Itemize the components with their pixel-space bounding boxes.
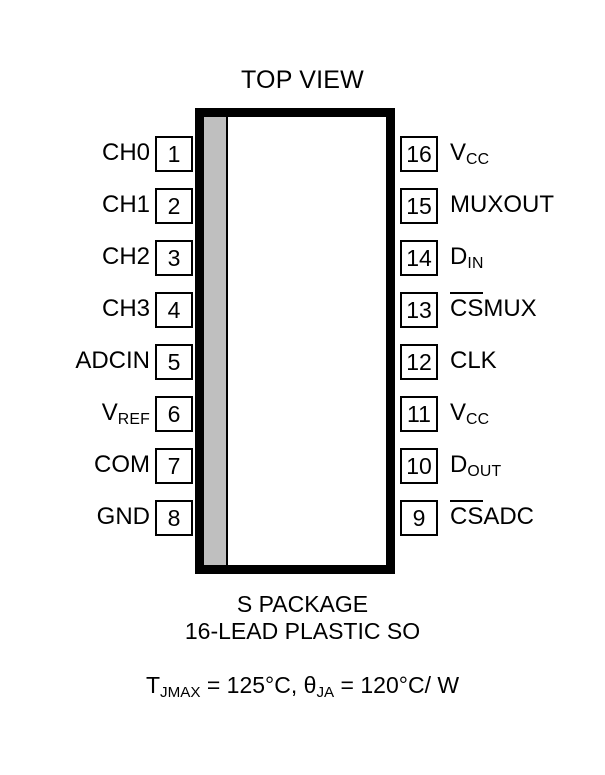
pin-3-label-text: CH2 (101, 243, 150, 270)
pin-7-label: COM (94, 447, 150, 483)
pin-1-label: CH0 (102, 135, 150, 171)
pin-8-label-text: GND (96, 503, 150, 530)
pin-13-number-box: 13 (400, 292, 438, 328)
pin-15-label: MUXOUT (450, 187, 554, 223)
pin-15-number-box: 15 (400, 188, 438, 224)
pin-10-number-box: 10 (400, 448, 438, 484)
pin-10-label-subscript: OUT (467, 463, 502, 481)
pin-2-label-text: CH1 (101, 191, 150, 218)
pin-5-label-text: ADCIN (75, 347, 150, 374)
pin-7-number-box: 7 (155, 448, 193, 484)
theta-symbol: θ (303, 672, 317, 698)
pin-15-label-text: MUXOUT (450, 191, 554, 218)
pin-9-label: CSADC (450, 499, 534, 535)
pin-12-number-box: 12 (400, 344, 438, 380)
pin-14-label: DIN (450, 239, 484, 275)
package-pin1-stripe (204, 117, 228, 565)
pin-2-number-box: 2 (155, 188, 193, 224)
pin-16-label-text: V (450, 139, 467, 166)
pin-12-label-text: CLK (450, 347, 497, 374)
package-body-outline (195, 108, 395, 574)
pin-4-label-text: CH3 (101, 295, 150, 322)
pin-4-number-box: 4 (155, 292, 193, 328)
pin-14-label-subscript: IN (467, 255, 484, 273)
pin-16-number-box: 16 (400, 136, 438, 172)
pin-16-label-subscript: CC (466, 151, 490, 169)
theta-subscript: JA (316, 683, 335, 701)
top-view-title: TOP VIEW (241, 66, 364, 94)
pin-12-label: CLK (450, 343, 497, 379)
pin-5-number-box: 5 (155, 344, 193, 380)
thermal-spec-caption: TJMAX = 125°C, θJA = 120°C/ W (0, 672, 605, 701)
pin-11-label-subscript: CC (466, 411, 490, 429)
pin-9-number-box: 9 (400, 500, 438, 536)
pin-7-label-text: COM (94, 451, 150, 478)
pin-6-label-text: V (101, 399, 118, 426)
pin-6-number-box: 6 (155, 396, 193, 432)
pin-13-active-low-overline: CS (450, 292, 484, 322)
pin-13-label: CSMUX (450, 291, 537, 327)
pin-2-label: CH1 (102, 187, 150, 223)
pin-3-label: CH2 (102, 239, 150, 275)
pin-9-label-text: ADC (483, 503, 535, 530)
package-lead-caption: 16-LEAD PLASTIC SO (184, 618, 421, 644)
pin-10-label: DOUT (450, 447, 501, 483)
pin-13-label-text: MUX (483, 295, 537, 322)
pin-16-label: VCC (450, 135, 489, 171)
pin-4-label: CH3 (102, 291, 150, 327)
pin-6-label: VREF (102, 395, 150, 431)
pin-1-number-box: 1 (155, 136, 193, 172)
tjmax-symbol: T (145, 672, 160, 698)
pin-1-label-text: CH0 (101, 139, 150, 166)
pin-6-label-subscript: REF (117, 411, 150, 429)
tjmax-subscript: JMAX (160, 683, 201, 701)
theta-value: = 120°C/ W (334, 672, 460, 698)
pin-14-number-box: 14 (400, 240, 438, 276)
pin-11-label-text: V (450, 399, 467, 426)
pin-11-label: VCC (450, 395, 489, 431)
pin-8-label: GND (97, 499, 150, 535)
pin-3-number-box: 3 (155, 240, 193, 276)
package-name-caption: S PACKAGE (236, 591, 369, 617)
pin-11-number-box: 11 (400, 396, 438, 432)
tjmax-value: = 125°C, (200, 672, 304, 698)
pin-14-label-text: D (450, 243, 468, 270)
pin-9-active-low-overline: CS (450, 500, 484, 530)
pin-8-number-box: 8 (155, 500, 193, 536)
pin-5-label: ADCIN (75, 343, 150, 379)
pin-10-label-text: D (450, 451, 468, 478)
